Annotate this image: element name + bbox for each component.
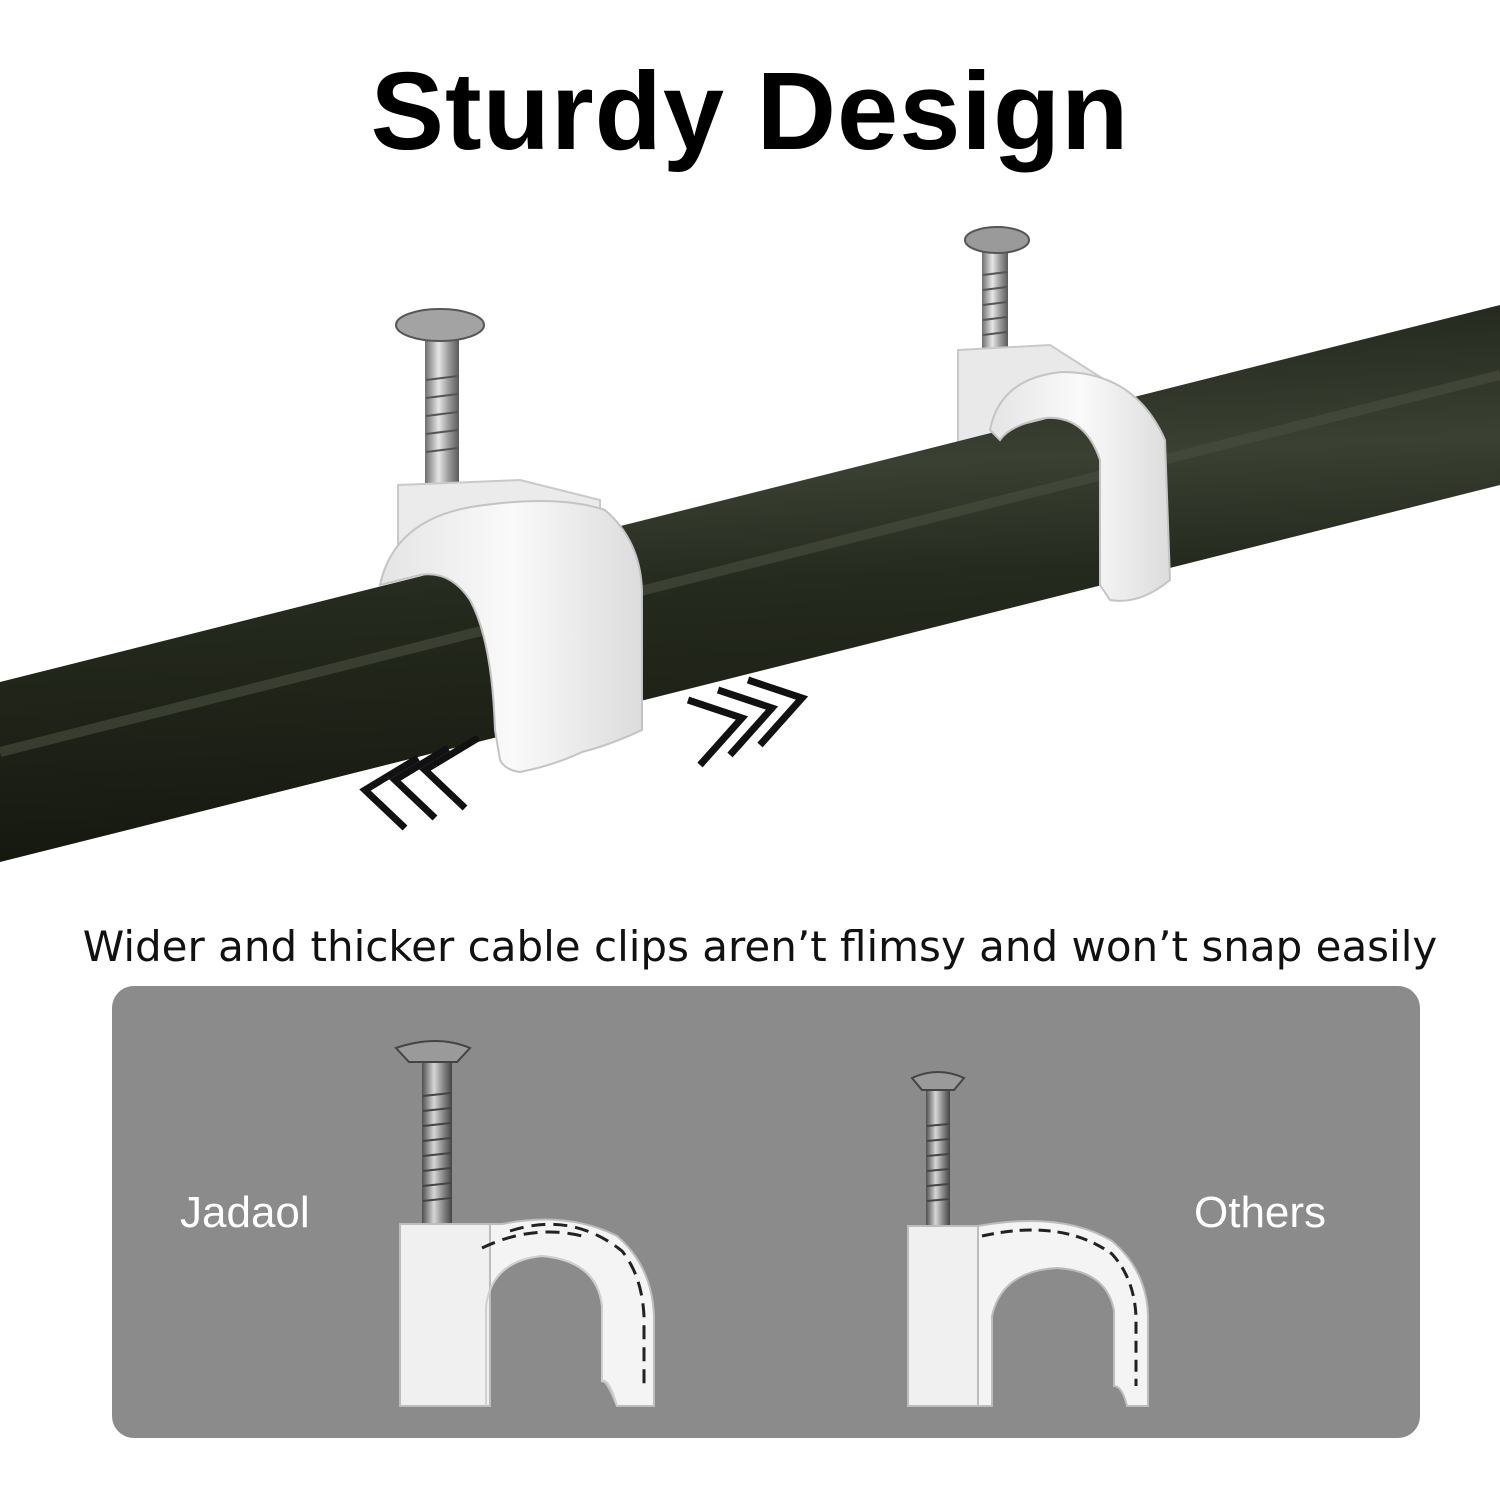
label-jadaol: Jadaol (180, 1188, 310, 1237)
nail-jadaol (394, 1040, 472, 1226)
nail-others (910, 1071, 966, 1226)
hero-illustration (0, 226, 1500, 862)
clip-right-front (988, 370, 1172, 602)
label-others: Others (1194, 1188, 1327, 1237)
thickness-line-jadaol (509, 1222, 646, 1386)
nail-right (964, 226, 1030, 365)
cable (0, 305, 1500, 862)
page-title: Sturdy Design (370, 50, 1130, 173)
nail-left (395, 308, 485, 495)
arrows-right-icon (686, 676, 809, 768)
comparison-panel: Jadaol Others (112, 986, 1420, 1438)
caption: Wider and thicker cable clips aren’t fli… (82, 922, 1438, 971)
arrows-left-icon (359, 735, 480, 831)
clip-left-front (378, 500, 643, 774)
clip-others (977, 1220, 1149, 1407)
comparison-illustration (394, 1040, 1149, 1407)
thickness-line-others (981, 1228, 1138, 1386)
